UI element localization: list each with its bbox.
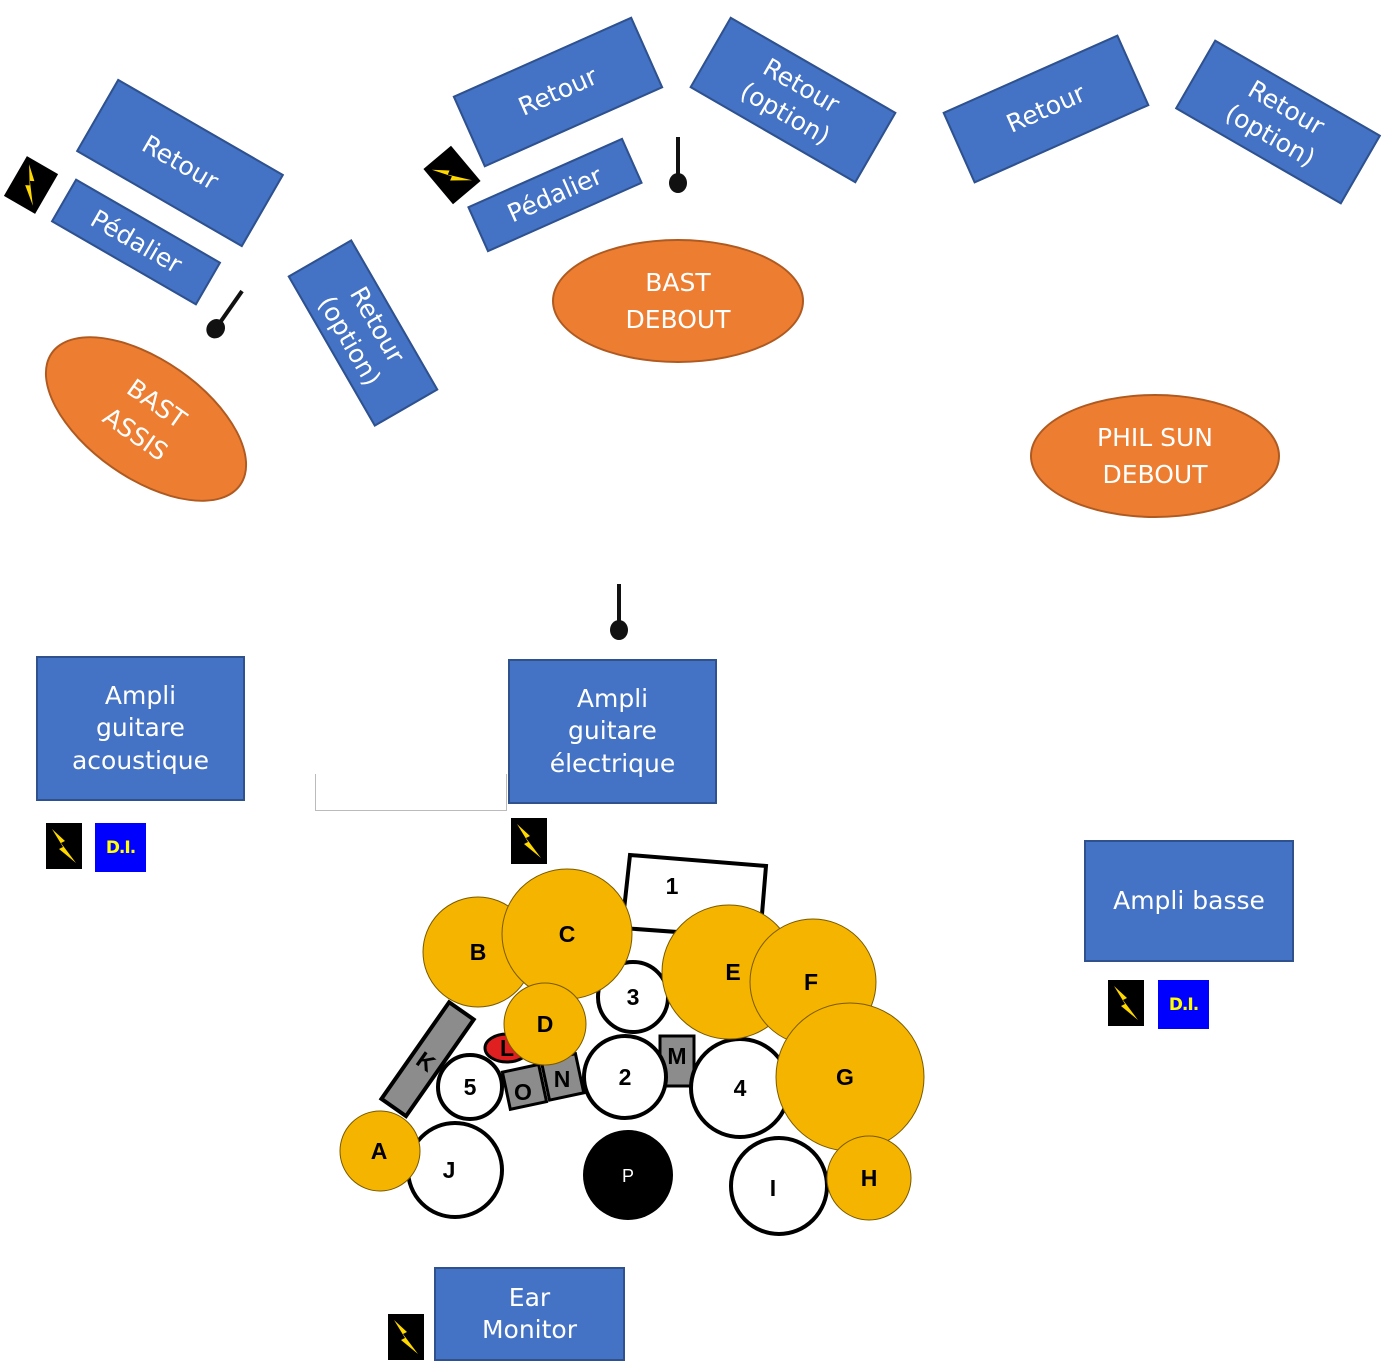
drum-o-label: O [514, 1079, 532, 1105]
microphone-icon [199, 283, 253, 346]
cymbal-e-label: E [725, 959, 740, 985]
di-label: D.I. [105, 837, 136, 858]
cymbal-d: D [503, 982, 587, 1066]
drum-k-stand: K [378, 999, 477, 1119]
position-bast-debout-line2: DEBOUT [625, 305, 731, 334]
ear-monitor-line2: Monitor [481, 1315, 578, 1344]
di-box-icon: D.I. [95, 823, 146, 872]
cymbal-h-label: H [861, 1165, 878, 1191]
position-phil-sun-debout-line1: PHIL SUN [1097, 422, 1213, 452]
drum-n-label: N [554, 1066, 571, 1092]
cable-line [315, 774, 507, 811]
amp-acoustic-line2: guitare [96, 713, 185, 743]
drum-n-pad: N [539, 1051, 586, 1102]
ear-monitor-line1: Ear [508, 1282, 551, 1312]
drum-m-label: M [667, 1043, 686, 1069]
cymbal-c: C [501, 868, 633, 1000]
ear-monitor: Ear Monitor [434, 1267, 625, 1361]
cymbal-a: A [339, 1110, 421, 1192]
drum-1-label: 1 [666, 873, 679, 899]
drum-j: J [406, 1121, 504, 1219]
power-bolt-icon [511, 818, 547, 864]
amp-bass-label: Ampli basse [1113, 885, 1265, 915]
position-phil-sun-debout-line2: DEBOUT [1102, 460, 1208, 489]
cymbal-g: G [775, 1002, 925, 1152]
cymbal-a-label: A [371, 1138, 388, 1164]
cymbal-b-label: B [470, 939, 487, 965]
position-bast-debout: BAST DEBOUT [552, 239, 804, 363]
drum-o-pad: O [500, 1062, 549, 1112]
cymbal-d-label: D [537, 1011, 554, 1037]
drum-4: 4 [689, 1037, 791, 1139]
drum-5-label: 5 [464, 1074, 477, 1100]
drum-j-label: J [443, 1157, 456, 1183]
amp-acoustic-line3: acoustique [71, 745, 210, 775]
drum-5: 5 [436, 1053, 504, 1121]
amp-electric-line1: Ampli [576, 683, 649, 713]
drum-p-kick: P [583, 1130, 673, 1220]
drum-2: 2 [582, 1034, 668, 1120]
cymbal-g-label: G [836, 1064, 854, 1090]
di-box-icon: D.I. [1158, 980, 1209, 1029]
drum-p-label: P [622, 1166, 634, 1186]
di-label: D.I. [1168, 994, 1199, 1015]
drum-2-label: 2 [619, 1064, 632, 1090]
amp-electric-line2: guitare [568, 716, 657, 746]
amp-acoustic-line1: Ampli [104, 680, 177, 710]
amp-acoustic-guitar: Ampli guitare acoustique [36, 656, 245, 801]
power-bolt-icon [423, 145, 481, 205]
amp-electric-line3: électrique [549, 748, 676, 778]
power-bolt-icon [1108, 980, 1144, 1026]
microphone-icon [607, 582, 631, 642]
power-bolt-icon [388, 1314, 424, 1360]
cymbal-c-label: C [559, 921, 576, 947]
drum-i-label: I [770, 1175, 776, 1201]
cymbal-h: H [826, 1135, 912, 1221]
drum-3-label: 3 [627, 984, 640, 1010]
drum-3: 3 [596, 960, 670, 1034]
drum-4-label: 4 [734, 1075, 747, 1101]
position-phil-sun-debout: PHIL SUN DEBOUT [1030, 394, 1280, 518]
amp-electric-guitar: Ampli guitare électrique [508, 659, 717, 804]
power-bolt-icon [3, 156, 59, 214]
cymbal-f-label: F [804, 969, 818, 995]
position-bast-debout-line1: BAST [645, 267, 711, 297]
power-bolt-icon [46, 823, 82, 869]
drum-i: I [729, 1136, 829, 1236]
microphone-icon [666, 135, 690, 195]
amp-bass: Ampli basse [1084, 840, 1294, 962]
